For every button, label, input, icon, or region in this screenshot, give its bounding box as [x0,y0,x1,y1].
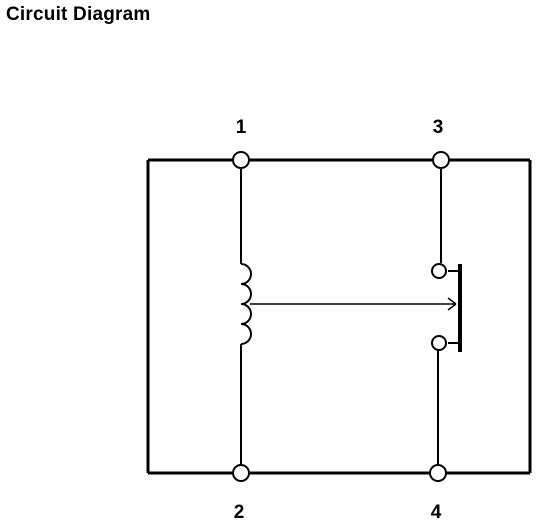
terminal-2-label: 2 [233,502,245,523]
relay-coil [240,263,252,345]
terminal-2-node [232,464,250,482]
terminal-1-label: 1 [235,117,247,138]
diagram-title: Circuit Diagram [6,4,151,25]
terminal-4-node [429,464,447,482]
switch-branch [437,169,442,464]
housing-frame [146,158,532,475]
terminal-4-label: 4 [430,502,442,523]
lower-contact-node [431,335,447,351]
terminal-3-label: 3 [432,117,444,138]
coil-branch [240,169,252,464]
terminal-1-node [232,151,250,169]
switch-contacts [448,264,462,352]
upper-contact-node [431,263,447,279]
armature-link [250,297,457,311]
terminals [232,151,450,482]
terminal-3-node [432,151,450,169]
